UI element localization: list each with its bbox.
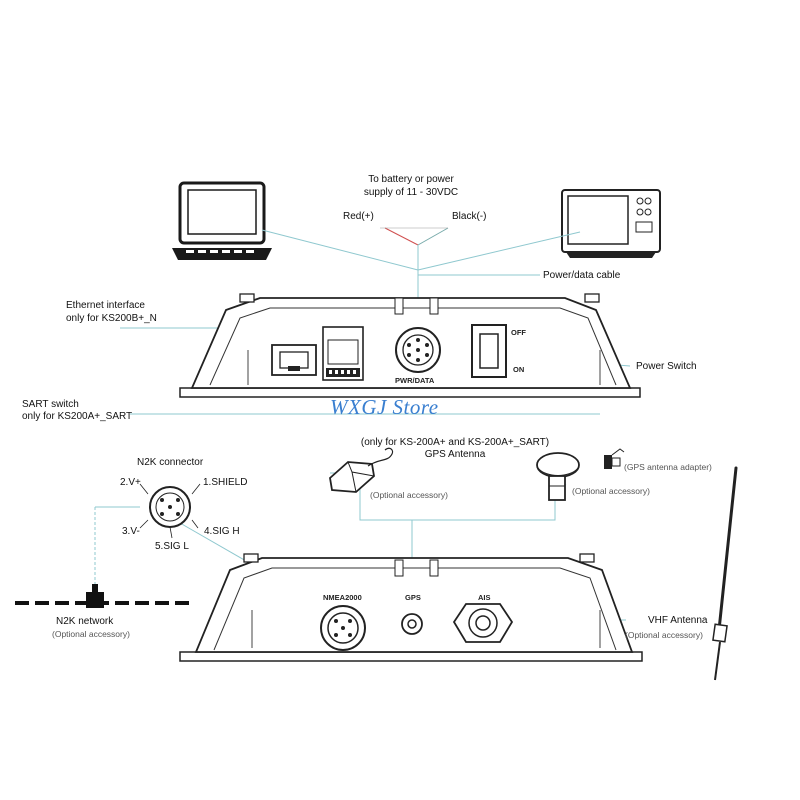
gps-puck-antenna-icon [329, 447, 394, 493]
ethernet-label-line1: Ethernet interface [66, 300, 145, 311]
pwr-data-port-label: PWR/DATA [395, 376, 435, 385]
ethernet-port-icon [271, 344, 317, 376]
sart-label-line1: SART switch [22, 399, 79, 410]
nmea2000-port-label: NMEA2000 [323, 593, 362, 602]
power-data-cable-label: Power/data cable [543, 270, 621, 281]
black-wire-label: Black(-) [452, 211, 487, 222]
n2k-connector-title: N2K connector [137, 457, 204, 468]
n2k-pin-1: 1.SHIELD [203, 477, 248, 488]
laptop-icon [172, 181, 272, 260]
gps-note-line1: (only for KS-200A+ and KS-200A+_SART) [360, 437, 550, 448]
n2k-pin-3: 3.V- [122, 526, 140, 537]
n2k-network-label: N2K network [56, 616, 114, 627]
power-switch-icon [471, 324, 507, 378]
switch-off-label: OFF [511, 328, 526, 337]
n2k-pin-5: 5.SIG L [155, 541, 189, 552]
chartplotter-icon [561, 189, 661, 258]
n2k-connector-icon [139, 483, 201, 539]
watermark: WXGJ Store [330, 395, 439, 419]
n2k-network-cable [15, 584, 190, 608]
gps-puck-optional-label: (Optional accessory) [370, 490, 448, 500]
n2k-pin-2: 2.V+ [120, 477, 141, 488]
bottom-unit-housing [179, 553, 643, 662]
gps-adapter-label: (GPS antenna adapter) [624, 462, 712, 472]
pwr-data-connector-icon [395, 327, 441, 373]
gps-port-label: GPS [405, 593, 421, 602]
vhf-antenna-icon [712, 466, 738, 681]
switch-on-label: ON [513, 365, 525, 374]
vhf-antenna-label: VHF Antenna [648, 615, 708, 626]
power-source-label-line2: supply of 11 - 30VDC [363, 187, 459, 198]
gps-adapter-icon [604, 448, 625, 469]
n2k-pin-4: 4.SIG H [204, 526, 240, 537]
gps-mushroom-optional-label: (Optional accessory) [572, 486, 650, 496]
sart-switch-icon [322, 326, 364, 381]
ethernet-label-line2: only for KS200B+_N [66, 313, 157, 324]
power-switch-label: Power Switch [636, 361, 697, 372]
ais-port-icon [452, 603, 514, 643]
gps-antenna-label: GPS Antenna [424, 449, 486, 460]
vhf-optional-label: (Optional accessory) [625, 630, 703, 640]
red-wire-label: Red(+) [343, 211, 374, 222]
nmea2000-connector-icon [320, 605, 366, 651]
ais-port-label: AIS [478, 593, 491, 602]
power-source-label-line1: To battery or power [368, 174, 454, 185]
sart-label-line2: only for KS200A+_SART [22, 411, 133, 422]
n2k-network-optional-label: (Optional accessory) [52, 629, 130, 639]
gps-mushroom-antenna-icon [536, 452, 580, 501]
gps-port-icon [401, 613, 423, 635]
